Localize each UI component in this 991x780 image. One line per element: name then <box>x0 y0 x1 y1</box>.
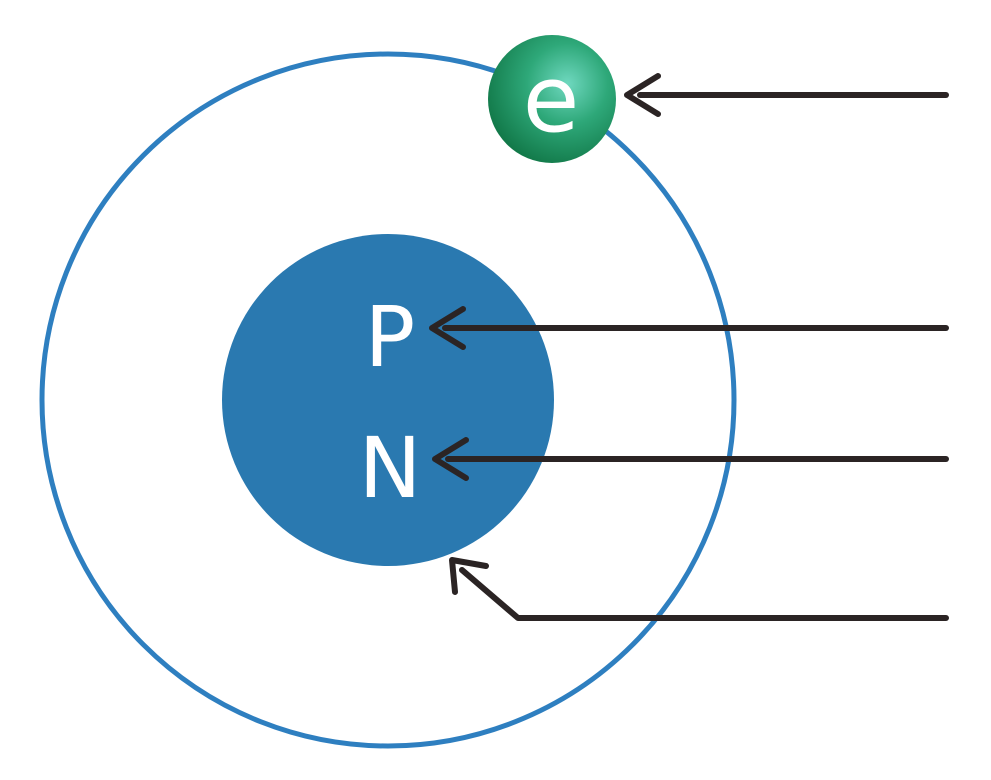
proton-pointer-arrow <box>429 306 949 350</box>
neutron-label: N <box>359 419 422 517</box>
neutron-pointer-arrow <box>432 437 949 481</box>
electron-label: e <box>523 46 580 153</box>
nucleus <box>222 234 554 566</box>
electron-orbit <box>39 51 737 749</box>
electron-pointer-arrow <box>624 73 949 117</box>
nucleus-pointer-arrow <box>449 557 949 621</box>
proton-label: P <box>365 288 416 386</box>
electron <box>488 35 616 163</box>
